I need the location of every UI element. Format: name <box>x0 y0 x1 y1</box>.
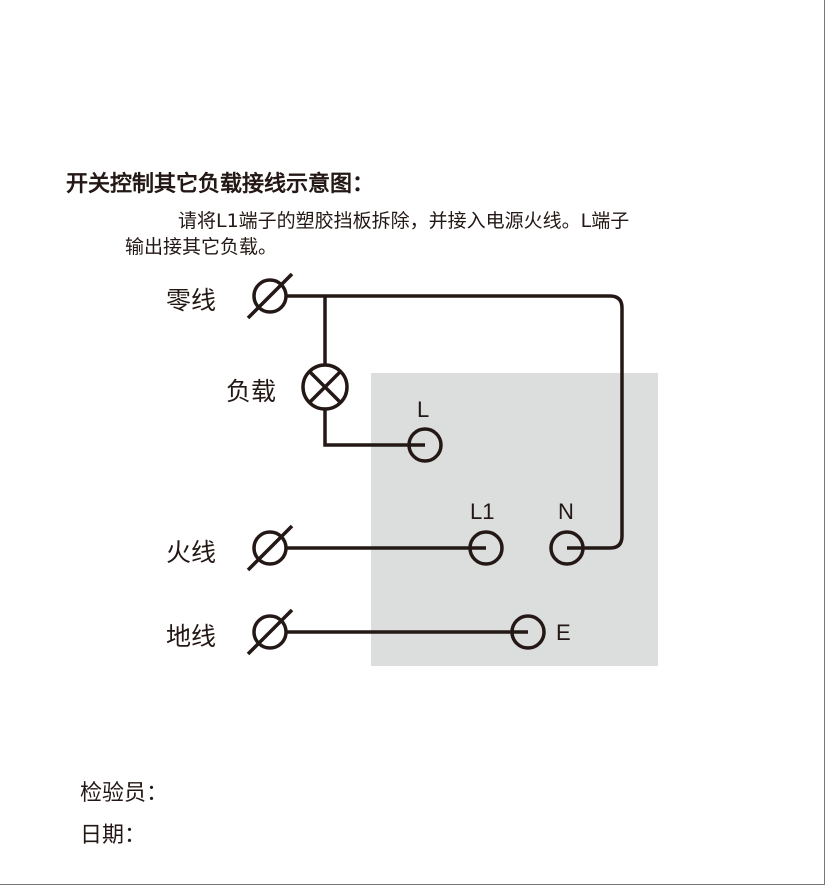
terminal-L-icon <box>407 427 443 463</box>
terminal-N-icon <box>549 530 585 566</box>
live-terminal-icon <box>246 524 294 572</box>
terminal-L-label: L <box>417 397 430 422</box>
earth-label: 地线 <box>166 622 217 651</box>
diagram-title: 开关控制其它负载接线示意图： <box>66 172 375 197</box>
load-label: 负载 <box>226 377 277 406</box>
date-label: 日期： <box>80 823 147 848</box>
terminal-E-icon <box>510 614 546 650</box>
terminal-E-label: E <box>556 620 571 645</box>
neutral-wire <box>286 294 624 550</box>
terminal-L1-icon <box>468 530 504 566</box>
terminal-N-label: N <box>558 499 574 524</box>
lamp-icon <box>301 363 349 411</box>
instruction-line-2: 输出接其它负载。 <box>125 236 278 258</box>
inspector-label: 检验员： <box>80 781 169 806</box>
instruction-line-1: 请将L1端子的塑胶挡板拆除，并接入电源火线。L端子 <box>178 210 630 232</box>
terminal-L1-label: L1 <box>470 499 495 524</box>
load-wire-bottom <box>323 409 425 447</box>
switch-panel <box>371 373 658 666</box>
live-label: 火线 <box>166 538 217 567</box>
neutral-terminal-icon <box>246 272 294 320</box>
earth-terminal-icon <box>246 608 294 656</box>
neutral-label: 零线 <box>166 286 217 315</box>
